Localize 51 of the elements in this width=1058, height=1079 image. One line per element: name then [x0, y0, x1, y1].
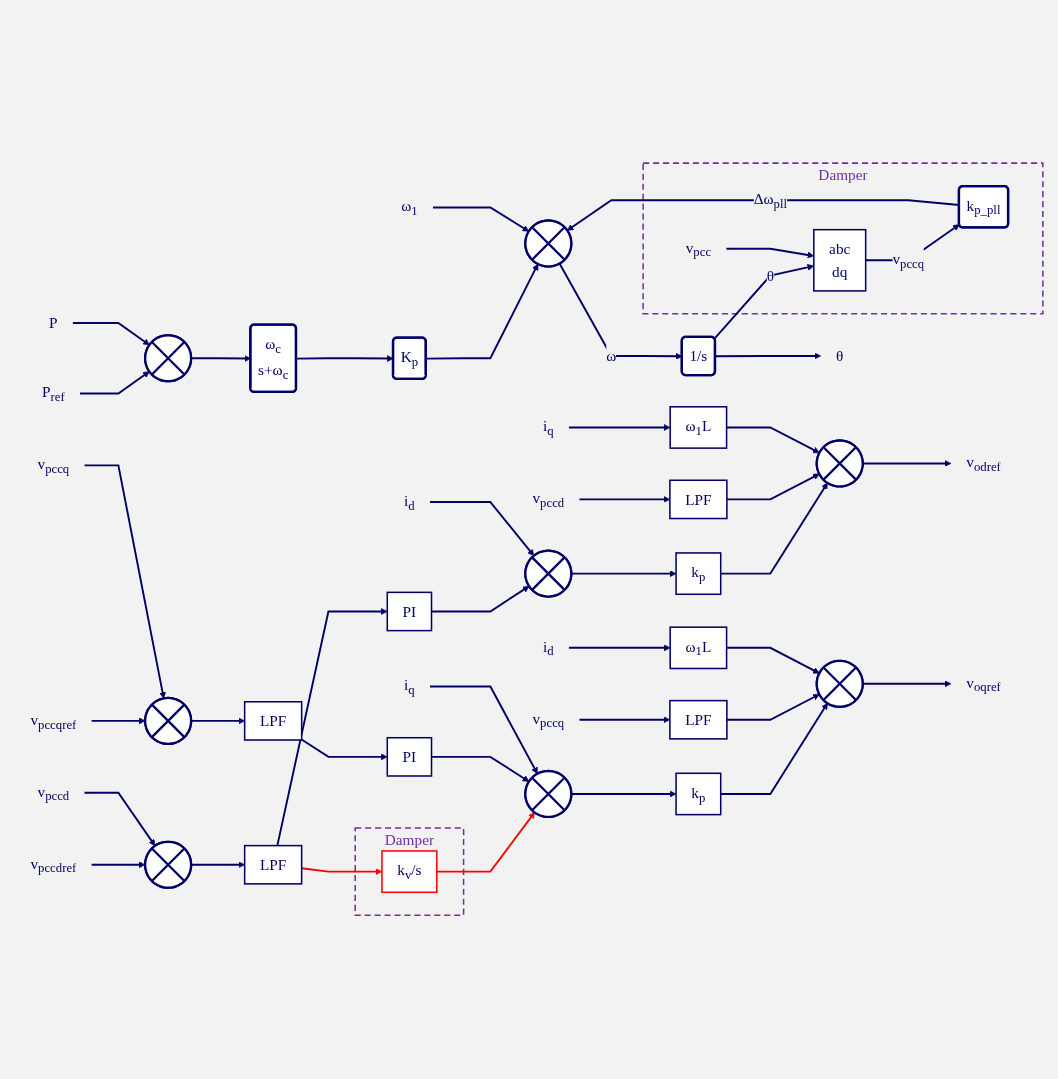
node-text: ω$_{1}$: [401, 197, 418, 219]
node-box: k$_{p}$: [675, 772, 722, 816]
node-text: v$_{odref}$: [966, 453, 1001, 475]
node-text: v$_{pccq}$: [37, 455, 70, 477]
node-text: P: [49, 314, 58, 332]
node-box: abc dq: [813, 229, 867, 292]
node-box: PI: [386, 737, 433, 778]
node-box: k$_{v}$/s: [381, 850, 438, 894]
node-text: v$_{oqref}$: [966, 674, 1001, 695]
node-text: P$_{ref}$: [42, 383, 65, 405]
arrow: [79, 371, 150, 395]
node-text: v$_{pccqref}$: [30, 711, 77, 732]
arrow: [429, 685, 538, 775]
arrow: [71, 322, 150, 346]
arrow: [714, 352, 822, 360]
arrow: [90, 861, 146, 869]
arrow: [90, 717, 146, 725]
node-box: PI: [386, 591, 433, 632]
node-text: θ: [836, 347, 844, 365]
arrow: [83, 792, 156, 847]
arrow: [190, 717, 245, 725]
node-box: LPF: [669, 700, 728, 740]
arrow: [190, 861, 245, 869]
node-text: v$_{pccd}$: [37, 783, 70, 804]
edge-label: ω: [606, 347, 617, 365]
arrow: [83, 464, 166, 699]
node-text: v$_{pccdref}$: [30, 855, 77, 876]
node-text: i$_{d}$: [404, 492, 415, 514]
arrow: [425, 263, 539, 360]
arrow: [429, 501, 535, 557]
node-text: v$_{pccd}$: [532, 489, 565, 511]
arrow: [431, 206, 530, 232]
node-text: i$_{q}$: [404, 676, 415, 698]
arrow: [567, 644, 671, 652]
arrow: [300, 738, 388, 761]
edge-label: Δω$_{pll}$: [753, 190, 788, 212]
arrow: [276, 608, 388, 847]
edge-label: v$_{pccq}$: [892, 250, 925, 272]
arrow: [567, 424, 671, 432]
node-box: LPF: [243, 701, 303, 742]
node-box: ω$_{1}$L: [669, 626, 728, 670]
node-text: i$_{q}$: [543, 417, 554, 439]
edge-label: θ: [766, 267, 775, 285]
arrow: [295, 355, 394, 363]
node-box: LPF: [243, 845, 303, 885]
node-box: ω$_{1}$L: [669, 406, 728, 450]
node-box: LPF: [669, 479, 728, 520]
node-box: k$_{p}$: [675, 552, 722, 596]
node-text: v$_{pccq}$: [532, 710, 565, 731]
node-text: i$_{d}$: [543, 638, 554, 659]
node-text: v$_{pcc}$: [685, 239, 712, 260]
